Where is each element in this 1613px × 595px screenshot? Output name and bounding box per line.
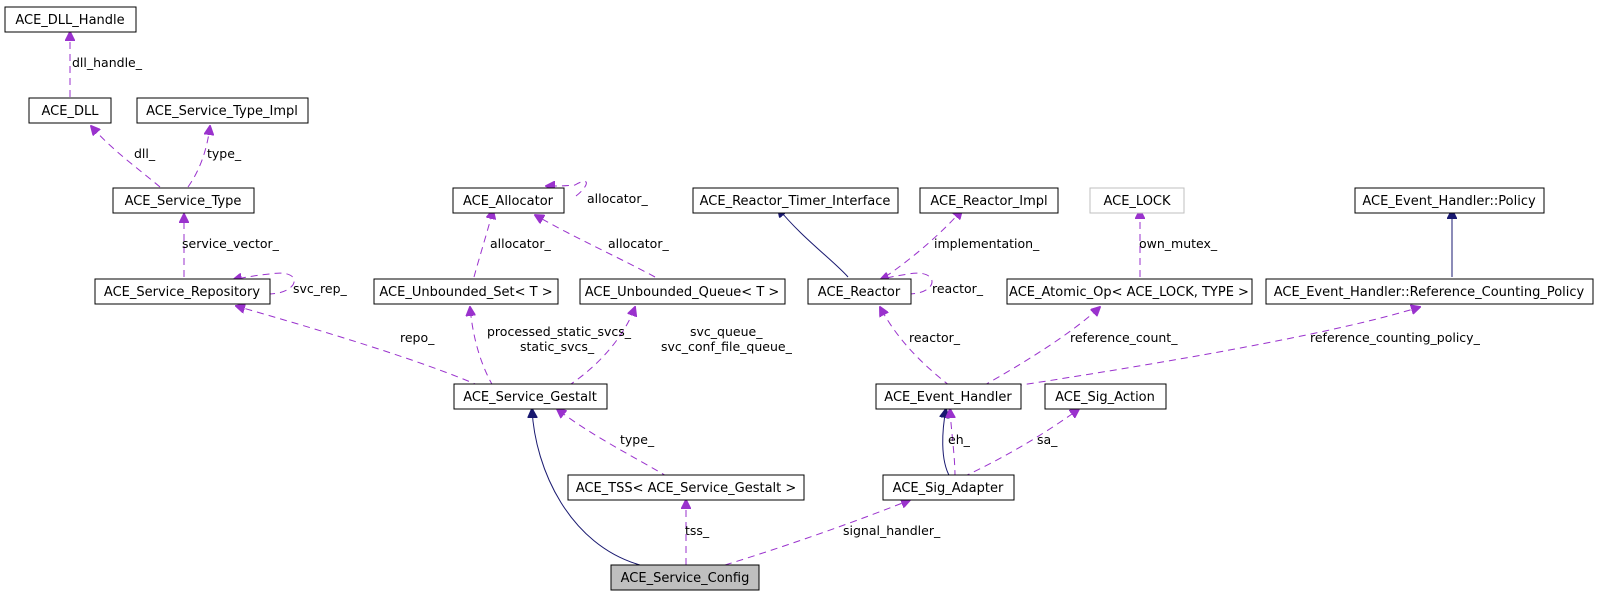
node-label: ACE_Unbounded_Queue< T > — [585, 285, 780, 300]
edge-reactor-eh — [880, 307, 951, 387]
node-label: ACE_Event_Handler::Policy — [1362, 194, 1536, 209]
node-ace-sig-adapter[interactable]: ACE_Sig_Adapter — [882, 474, 1015, 501]
edge-eh — [950, 409, 956, 478]
label-dll: dll_ — [134, 146, 156, 161]
node-ace-dll[interactable]: ACE_DLL — [28, 97, 112, 124]
node-label: ACE_Reactor_Impl — [930, 194, 1047, 209]
edge-allocator-set — [473, 210, 493, 278]
node-ace-service-config[interactable]: ACE_Service_Config — [610, 564, 760, 591]
label-svc-queue: svc_queue_ — [690, 324, 763, 339]
edge-allocator-queue — [535, 215, 656, 278]
node-label: ACE_Sig_Adapter — [893, 481, 1004, 496]
node-label: ACE_TSS< ACE_Service_Gestalt > — [576, 481, 797, 496]
label-sa: sa_ — [1037, 432, 1058, 447]
label-svc-conf-file-queue: svc_conf_file_queue_ — [661, 339, 793, 354]
label-allocator-self: allocator_ — [587, 191, 648, 206]
node-ace-event-handler-policy[interactable]: ACE_Event_Handler::Policy — [1354, 187, 1545, 214]
edge-type — [187, 126, 210, 188]
node-ace-reactor[interactable]: ACE_Reactor — [807, 278, 912, 305]
label-dll-handle: dll_handle_ — [72, 55, 143, 70]
node-label: ACE_Event_Handler — [884, 390, 1012, 405]
edge-implementation — [884, 210, 962, 278]
edge-reference-count — [982, 307, 1100, 387]
label-reactor-eh: reactor_ — [909, 330, 961, 345]
edge-reactor-self — [880, 273, 933, 295]
node-label: ACE_Unbounded_Set< T > — [379, 285, 552, 300]
edge-processed-static — [470, 307, 494, 387]
label-eh: eh_ — [948, 432, 971, 447]
node-ace-reactor-impl[interactable]: ACE_Reactor_Impl — [919, 187, 1059, 214]
node-label: ACE_Service_Type — [125, 194, 242, 209]
node-ace-unbounded-set[interactable]: ACE_Unbounded_Set< T > — [373, 278, 559, 305]
node-ace-atomic-op[interactable]: ACE_Atomic_Op< ACE_LOCK, TYPE > — [1006, 278, 1253, 305]
node-ace-event-handler-reference-counting-policy[interactable]: ACE_Event_Handler::Reference_Counting_Po… — [1265, 278, 1594, 305]
node-label: ACE_LOCK — [1103, 194, 1171, 209]
label-service-vector: service_vector_ — [182, 236, 280, 251]
label-own-mutex: own_mutex_ — [1139, 236, 1218, 251]
label-type: type_ — [207, 146, 242, 161]
edge-svc-queue — [567, 307, 635, 387]
label-reference-counting-policy: reference_counting_policy_ — [1310, 330, 1481, 345]
edge-labels: dll_handle_ dll_ type_ allocator_ implem… — [72, 55, 1481, 538]
node-label: ACE_Reactor_Timer_Interface — [700, 194, 891, 209]
label-svc-rep: svc_rep_ — [293, 281, 348, 296]
node-ace-dll-handle[interactable]: ACE_DLL_Handle — [4, 6, 137, 33]
node-ace-service-type-impl[interactable]: ACE_Service_Type_Impl — [136, 97, 309, 124]
label-processed-static: processed_static_svcs_ — [487, 324, 632, 339]
node-label: ACE_Service_Type_Impl — [146, 104, 298, 119]
node-ace-reactor-timer-interface[interactable]: ACE_Reactor_Timer_Interface — [692, 187, 899, 214]
label-gestalt-type: type_ — [620, 432, 655, 447]
label-implementation: implementation_ — [934, 236, 1040, 251]
edge-service-config-inherits-gestalt — [532, 409, 641, 566]
node-ace-event-handler[interactable]: ACE_Event_Handler — [875, 383, 1022, 410]
label-reference-count: reference_count_ — [1070, 330, 1178, 345]
label-static-svcs: static_svcs_ — [520, 339, 595, 354]
node-ace-lock[interactable]: ACE_LOCK — [1089, 187, 1185, 214]
label-allocator-queue: allocator_ — [608, 236, 669, 251]
label-reactor-self: reactor_ — [932, 281, 984, 296]
node-ace-service-repository[interactable]: ACE_Service_Repository — [94, 278, 271, 305]
node-ace-sig-action[interactable]: ACE_Sig_Action — [1044, 383, 1167, 410]
node-label: ACE_Allocator — [463, 194, 554, 209]
node-label: ACE_Reactor — [818, 285, 901, 300]
edge-repo — [236, 306, 481, 387]
edge-allocator-self — [546, 180, 587, 197]
edge-svc-rep — [233, 272, 295, 295]
label-signal-handler: signal_handler_ — [843, 523, 941, 538]
label-allocator-set: allocator_ — [490, 236, 551, 251]
label-tss: tss_ — [685, 523, 710, 538]
nodes: ACE_DLL_Handle ACE_DLL ACE_Service_Type_… — [4, 6, 1594, 591]
node-label: ACE_Event_Handler::Reference_Counting_Po… — [1274, 285, 1585, 300]
node-label: ACE_Atomic_Op< ACE_LOCK, TYPE > — [1009, 285, 1249, 300]
node-label: ACE_Service_Gestalt — [463, 390, 597, 405]
node-label: ACE_DLL — [42, 104, 100, 119]
label-repo: repo_ — [400, 330, 435, 345]
node-label: ACE_Service_Config — [621, 571, 750, 586]
node-label: ACE_Service_Repository — [104, 285, 260, 300]
node-ace-unbounded-queue[interactable]: ACE_Unbounded_Queue< T > — [579, 278, 786, 305]
node-ace-allocator[interactable]: ACE_Allocator — [452, 187, 565, 214]
node-label: ACE_DLL_Handle — [15, 13, 124, 28]
node-ace-service-gestalt[interactable]: ACE_Service_Gestalt — [453, 383, 608, 410]
edge-reactor-inherits-timer-interface — [778, 208, 849, 278]
edges — [70, 32, 1452, 566]
edge-gestalt-type — [557, 409, 669, 478]
edge-signal-handler — [724, 500, 910, 566]
node-ace-tss[interactable]: ACE_TSS< ACE_Service_Gestalt > — [567, 474, 805, 501]
node-label: ACE_Sig_Action — [1055, 390, 1155, 405]
edge-reference-counting-policy — [1014, 307, 1420, 387]
edge-sa — [962, 409, 1079, 478]
node-ace-service-type[interactable]: ACE_Service_Type — [112, 187, 255, 214]
